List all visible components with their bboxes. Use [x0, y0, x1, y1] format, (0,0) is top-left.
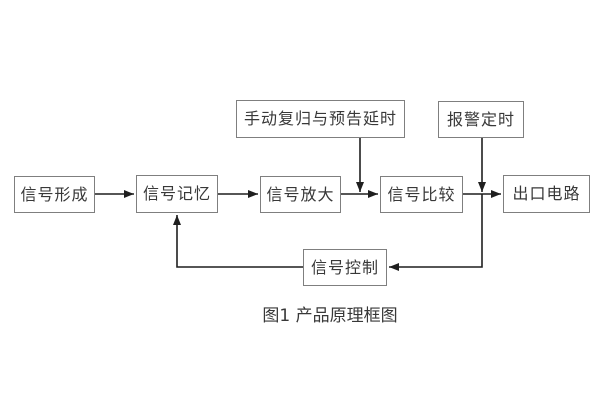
node-label: 信号控制 — [310, 257, 379, 277]
node-label: 信号比较 — [387, 184, 456, 204]
node-label: 信号记忆 — [142, 184, 211, 203]
node-label: 信号放大 — [266, 184, 335, 204]
node-label: 手动复归与预告延时 — [243, 109, 397, 128]
node-label: 报警定时 — [446, 109, 515, 129]
node-signal-amplification: 信号放大 — [260, 176, 341, 213]
node-signal-memory: 信号记忆 — [136, 175, 218, 213]
node-manual-reset-delay: 手动复归与预告延时 — [236, 100, 405, 138]
figure-caption: 图1 产品原理框图 — [262, 306, 398, 326]
node-label: 信号形成 — [20, 184, 89, 204]
node-signal-control: 信号控制 — [303, 249, 387, 286]
node-label: 出口电路 — [512, 184, 581, 203]
node-signal-comparison: 信号比较 — [380, 176, 463, 213]
node-alarm-timing: 报警定时 — [438, 101, 524, 138]
node-signal-formation: 信号形成 — [14, 176, 95, 213]
node-output-circuit: 出口电路 — [503, 175, 590, 213]
edge-control-to-memory — [173, 215, 303, 268]
edge-junction-to-control — [389, 194, 483, 271]
